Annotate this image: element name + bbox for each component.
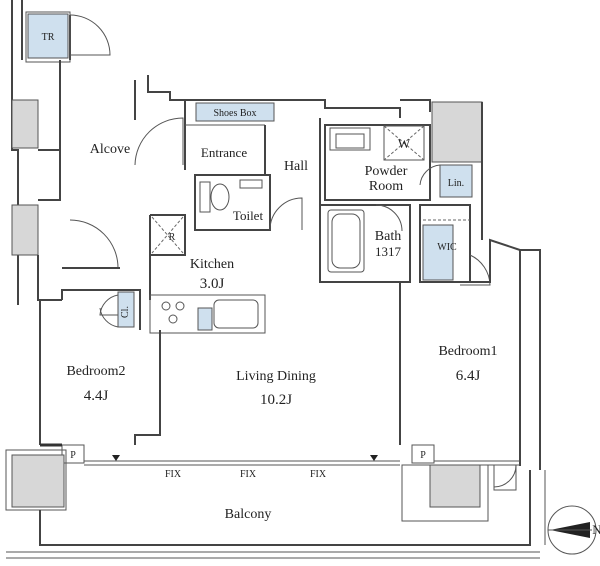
kitchen-size-label: 3.0J (200, 276, 225, 292)
arrow-left (112, 455, 120, 461)
walk-in-closet: WIC (419, 204, 491, 286)
linen-closet: Lin. (419, 164, 473, 198)
pipe-space-left: P (61, 444, 85, 464)
balcony-columns (5, 449, 517, 522)
pipe-space-right: P (411, 444, 435, 464)
entrance-label: Entrance (201, 145, 247, 160)
fix-label-1: FIX (165, 469, 182, 480)
bedroom1-label: Bedroom1 (438, 344, 497, 359)
trunk-room: TR (25, 11, 111, 63)
kitchen: R Kitchen 3.0J (149, 214, 266, 334)
powder-room: W Powder Room (324, 124, 431, 201)
living-dining: Living Dining 10.2J (236, 369, 316, 408)
arrow-right (370, 455, 378, 461)
top-walls (147, 75, 483, 163)
bathroom: Bath 1317 (319, 204, 411, 283)
column-balcony-right (429, 464, 481, 508)
powder-room-label-1: Powder (365, 164, 408, 179)
closet-label: Cl. (120, 306, 131, 318)
pipe-left-label: P (70, 450, 76, 461)
bedroom2-size-label: 4.4J (84, 388, 109, 404)
washer-label: W (398, 136, 411, 151)
wic-label: WIC (437, 242, 457, 253)
toilet-label: Toilet (233, 208, 264, 223)
column-left-upper (11, 99, 39, 149)
alcove: Alcove (59, 60, 184, 269)
fix-label-3: FIX (310, 469, 327, 480)
balcony: Balcony (6, 470, 546, 559)
window-line: FIX FIX FIX (40, 443, 520, 480)
hall-label: Hall (284, 159, 308, 174)
bedroom2: Bedroom2 4.4J (39, 300, 161, 445)
shoes-box-label: Shoes Box (213, 108, 256, 119)
north-label: N (592, 522, 600, 537)
bath-label: Bath (375, 229, 401, 244)
tr-label: TR (42, 32, 55, 43)
column-balcony-left (11, 454, 65, 508)
entrance-hall: Entrance Hall (184, 112, 321, 205)
bedroom1: Bedroom1 6.4J (399, 238, 521, 445)
bedroom2-label: Bedroom2 (66, 364, 125, 379)
fix-label-2: FIX (240, 469, 257, 480)
closet: Cl. (61, 289, 141, 330)
column-top-right (431, 101, 483, 163)
kitchen-label: Kitchen (190, 257, 234, 272)
bath-size-label: 1317 (375, 244, 402, 259)
column-left-middle (11, 204, 39, 256)
alcove-label: Alcove (90, 142, 130, 157)
refrigerator-label: R (169, 232, 176, 243)
balcony-label: Balcony (225, 507, 272, 522)
bedroom1-size-label: 6.4J (456, 368, 481, 384)
powder-room-label-2: Room (369, 179, 403, 194)
compass: N (547, 505, 600, 555)
living-dining-label: Living Dining (236, 369, 316, 384)
pipe-right-label: P (420, 450, 426, 461)
linen-label: Lin. (448, 178, 464, 189)
living-dining-size-label: 10.2J (260, 392, 292, 408)
toilet: Toilet (194, 174, 303, 231)
shoes-box: Shoes Box (195, 102, 275, 122)
right-exterior-walls (481, 102, 541, 470)
